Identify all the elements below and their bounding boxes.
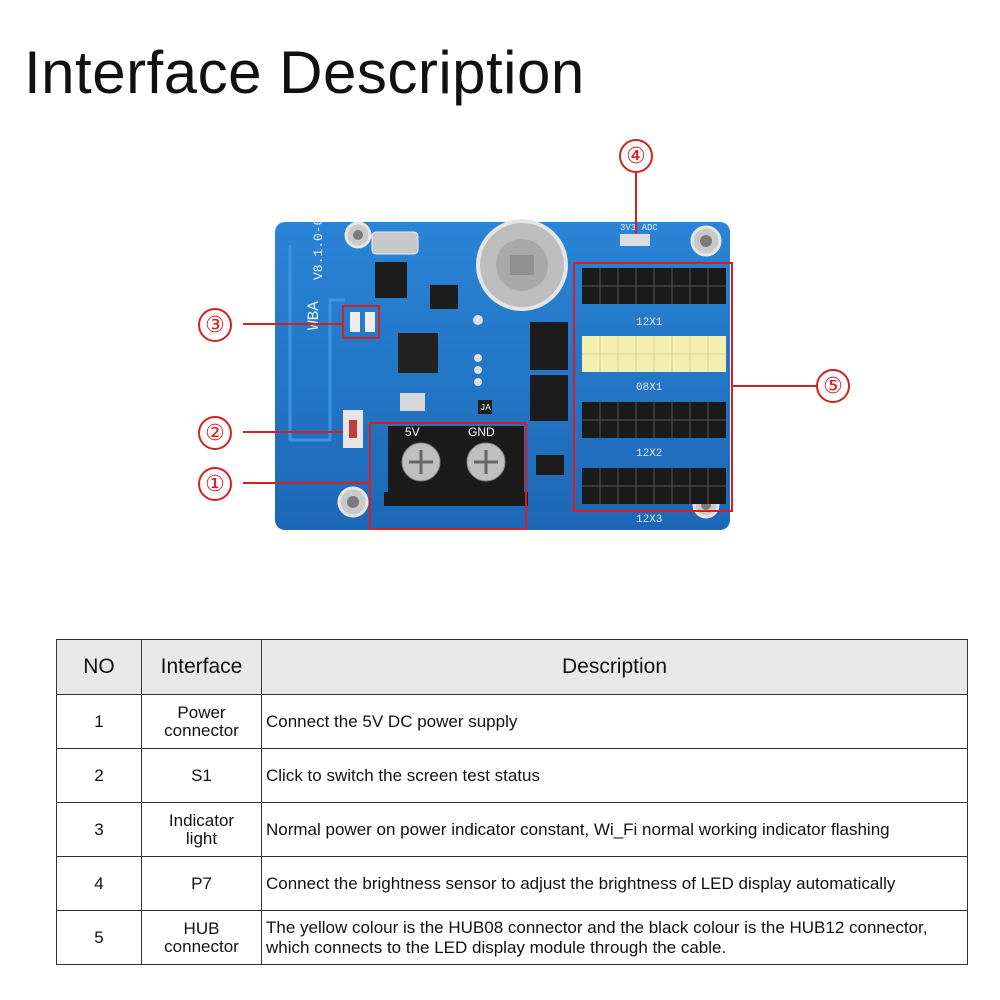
- row-interface: HUB connector: [141, 910, 262, 965]
- row-no: 4: [56, 856, 142, 911]
- indicator-leds: [350, 312, 375, 332]
- header-interface: Interface: [141, 639, 262, 695]
- interface-line: connector: [164, 936, 239, 956]
- callout-4: ④: [619, 139, 653, 173]
- row-no: 5: [56, 910, 142, 965]
- table-row: 3 Indicator light Normal power on power …: [56, 802, 968, 857]
- row-interface: Power connector: [141, 694, 262, 749]
- sensor-silk: 3V3 ADC: [620, 223, 658, 233]
- row-interface: Indicator light: [141, 802, 262, 857]
- row-description: The yellow colour is the HUB08 connector…: [261, 910, 968, 965]
- page-title: Interface Description: [24, 39, 585, 106]
- row-description: Click to switch the screen test status: [261, 748, 968, 803]
- table-header-row: NO Interface Description: [56, 639, 968, 695]
- terminal-gnd: GND: [468, 425, 495, 439]
- callout-1: ①: [198, 467, 232, 501]
- hub-label-12x3: 12X3: [636, 514, 662, 526]
- table-row: 4 P7 Connect the brightness sensor to ad…: [56, 856, 968, 911]
- callout-3: ③: [198, 308, 232, 342]
- header-description: Description: [261, 639, 968, 695]
- interface-line: Indicator: [168, 810, 235, 830]
- terminal-5v: 5V: [405, 425, 420, 439]
- row-description: Connect the 5V DC power supply: [261, 694, 968, 749]
- callout-5: ⑤: [816, 369, 850, 403]
- jumper-silk: JA: [480, 403, 491, 413]
- model-silk: WBA: [305, 301, 323, 330]
- interface-line: connector: [164, 720, 239, 740]
- header-no: NO: [56, 639, 142, 695]
- row-description: Normal power on power indicator constant…: [261, 802, 968, 857]
- row-description: Connect the brightness sensor to adjust …: [261, 856, 968, 911]
- table-row: 1 Power connector Connect the 5V DC powe…: [56, 694, 968, 749]
- interface-line: Power: [177, 702, 226, 722]
- row-no: 3: [56, 802, 142, 857]
- interface-line: light: [185, 828, 218, 848]
- sensor-p7-body: [620, 234, 650, 246]
- interface-line: HUB: [183, 918, 220, 938]
- row-interface: P7: [141, 856, 262, 911]
- row-interface: S1: [141, 748, 262, 803]
- table-row: 5 HUB connector The yellow colour is the…: [56, 910, 968, 965]
- hub-label-12x2: 12X2: [636, 448, 662, 460]
- interface-table: NO Interface Description 1 Power connect…: [56, 639, 968, 965]
- callout-2: ②: [198, 416, 232, 450]
- version-silk: V8.1.0-0: [311, 218, 326, 280]
- highlight-indicator: [342, 305, 380, 339]
- table-row: 2 S1 Click to switch the screen test sta…: [56, 748, 968, 803]
- hub-label-08x1: 08X1: [636, 382, 663, 394]
- board-svg: WBA V8.1.0-0 3V3 ADC JA 5V GND: [243, 172, 816, 530]
- row-no: 1: [56, 694, 142, 749]
- highlight-power: [369, 422, 527, 530]
- row-no: 2: [56, 748, 142, 803]
- hub-label-12x1: 12X1: [636, 317, 663, 329]
- power-terminal: 5V GND: [384, 425, 528, 506]
- board-illustration: WBA V8.1.0-0 3V3 ADC JA 5V GND: [198, 139, 850, 530]
